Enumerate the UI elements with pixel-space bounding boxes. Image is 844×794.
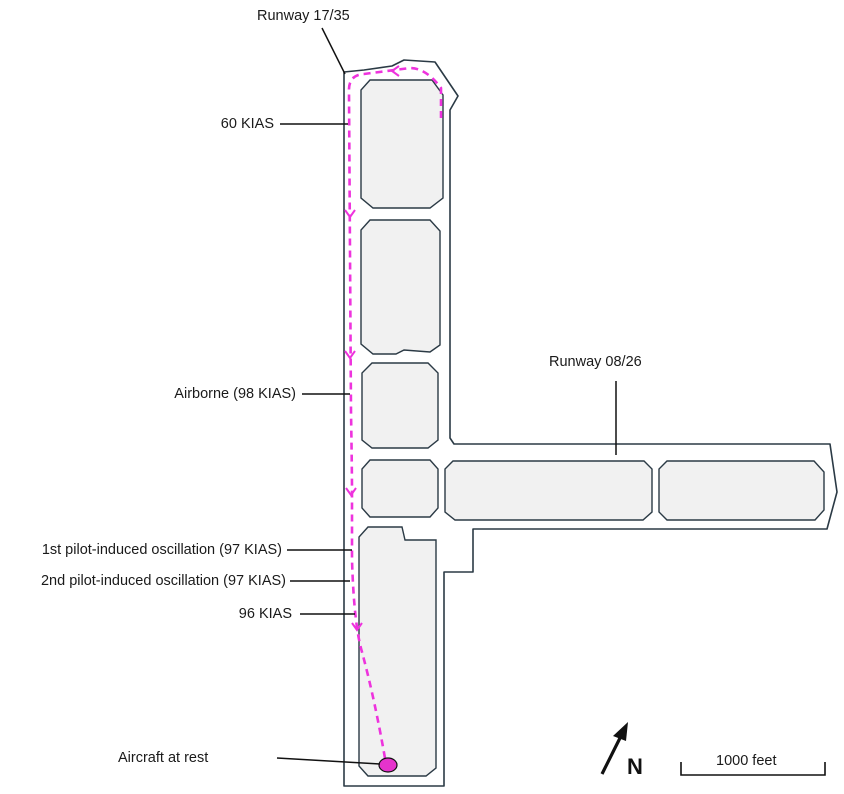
- pavement-block-4: [361, 459, 439, 518]
- scale-bar-label: 1000 feet: [716, 753, 777, 769]
- north-label: N: [627, 754, 643, 779]
- direction-arrow-3: [345, 487, 357, 497]
- pavement-block-7: [358, 526, 437, 777]
- direction-arrow-1: [344, 209, 356, 219]
- north-arrow-head: [613, 722, 628, 741]
- label-at-rest: Aircraft at rest: [118, 750, 209, 766]
- label-pio-1: 1st pilot-induced oscillation (97 KIAS): [41, 542, 282, 558]
- label-60-kias: 60 KIAS: [220, 116, 274, 132]
- pavement-block-3: [361, 362, 439, 449]
- aircraft-track: [347, 66, 443, 765]
- aircraft-marker: [378, 757, 398, 773]
- label-pio-2: 2nd pilot-induced oscillation (97 KIAS): [40, 573, 286, 589]
- pavement-block-6: [658, 460, 825, 521]
- pavement-block-1: [360, 79, 444, 209]
- north-arrow-shaft: [600, 737, 622, 775]
- runway-17-35-label: Runway 17/35: [257, 8, 350, 24]
- scale-bar-line: [680, 762, 826, 776]
- airport-outline: [343, 59, 838, 787]
- direction-arrow-4: [351, 622, 363, 632]
- direction-arrow-2: [344, 350, 356, 360]
- runway-08-26-label: Runway 08/26: [549, 354, 642, 370]
- leader-runway-17-35: [321, 27, 346, 75]
- label-airborne: Airborne (98 KIAS): [174, 386, 296, 402]
- label-96-kias: 96 KIAS: [238, 606, 292, 622]
- direction-arrow-5: [390, 65, 400, 77]
- leader-at-rest: [276, 757, 381, 765]
- pavement-block-2: [360, 219, 441, 355]
- pavement-block-5: [444, 460, 653, 521]
